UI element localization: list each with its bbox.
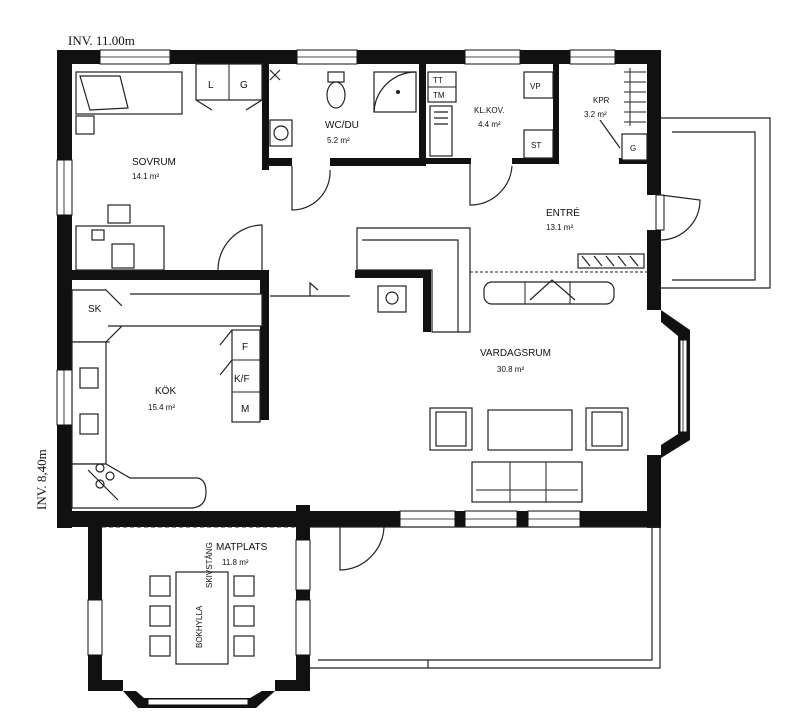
fixture-m: M: [241, 404, 249, 415]
room-area-matplats: 11.8 m²: [222, 558, 249, 567]
wardrobe: L G: [195, 63, 263, 111]
bay-window-living: [661, 310, 690, 458]
room-area-klkov: 4.4 m²: [478, 120, 501, 129]
interior-walls: [72, 64, 661, 420]
dining-fixtures: BOKHYLLA SKIVSTÅNG: [102, 526, 296, 665]
fixture-bokhylla: BOKHYLLA: [195, 605, 204, 648]
bed: [75, 71, 183, 135]
fixture-l: L: [208, 80, 214, 91]
fixture-sk: SK: [88, 304, 102, 315]
fixture-g: G: [240, 80, 248, 91]
room-name-kpr: KPR: [593, 96, 610, 105]
fixture-f: F: [242, 342, 248, 353]
fixture-skivstang: SKIVSTÅNG: [205, 542, 214, 588]
width-dimension: INV. 11.00m: [68, 33, 135, 48]
room-name-wcdu: WC/DU: [325, 120, 359, 131]
entre-fixtures: [470, 253, 647, 273]
desk: [75, 204, 165, 271]
bathroom-fixtures: [269, 69, 417, 147]
room-area-kpr: 3.2 m²: [584, 110, 607, 119]
sofa-top: [483, 279, 615, 305]
stair-counter: [356, 227, 471, 333]
room-labels: SOVRUM 14.1 m² WC/DU 5.2 m² KL.KOV. 4.4 …: [132, 96, 610, 567]
room-name-entre: ENTRÉ: [546, 206, 580, 219]
depth-dimension: INV. 8,40m: [34, 449, 49, 510]
room-area-vardagsrum: 30.8 m²: [497, 365, 524, 374]
kitchen-fixtures: SK F K/F M: [71, 289, 263, 509]
room-name-kok: KÖK: [155, 385, 176, 397]
room-area-kok: 15.4 m²: [148, 403, 175, 412]
living-furniture: [429, 407, 629, 503]
room-name-vardagsrum: VARDAGSRUM: [480, 348, 551, 359]
fixture-vp: VP: [530, 82, 541, 91]
bay-window-dining: [123, 691, 275, 708]
doors: [217, 119, 701, 571]
room-area-wcdu: 5.2 m²: [327, 136, 350, 145]
fixture-st: ST: [531, 141, 541, 150]
fixture-tm: TM: [433, 91, 445, 100]
room-name-klkov: KL.KOV.: [474, 106, 504, 115]
fixture-tt: TT: [433, 76, 443, 85]
fixture-g2: G: [630, 144, 636, 153]
room-area-sovrum: 14.1 m²: [132, 172, 159, 181]
terraces: [310, 117, 771, 669]
fixture-kf: K/F: [234, 374, 250, 385]
laundry-fixtures: TT TM VP ST G: [427, 68, 648, 161]
room-area-entre: 13.1 m²: [546, 223, 573, 232]
exterior-walls: [57, 50, 661, 691]
windows: [56, 49, 665, 656]
room-name-matplats: MATPLATS: [216, 542, 268, 553]
room-name-sovrum: SOVRUM: [132, 157, 176, 168]
